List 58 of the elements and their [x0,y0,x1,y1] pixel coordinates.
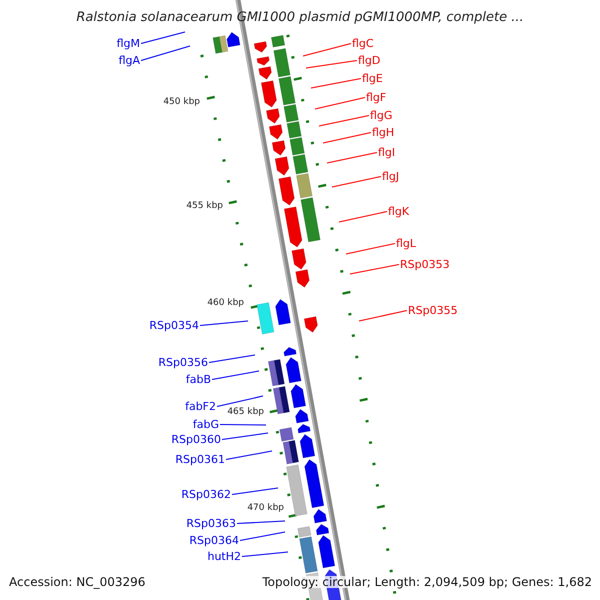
leader-line [140,32,186,44]
leader-line [140,46,190,61]
leader-line [310,78,362,88]
tick-label: 460 kbp [207,299,244,308]
tick-label: 455 kbp [186,202,223,211]
leader-line [236,520,286,524]
leader-line [212,370,260,380]
gene-label: flgF [366,92,386,103]
leader-line [358,310,408,322]
leader-line [208,354,256,363]
leader-line [350,264,400,274]
gene-label: flgD [358,55,380,66]
tick-label: 450 kbp [163,98,200,107]
tick-label: 465 kbp [227,408,264,417]
leader-line [216,396,264,407]
gene-label: flgK [388,206,410,217]
leader-line [240,532,286,541]
gene-label: RSp0360 [171,434,221,445]
gene-label: RSp0364 [189,535,239,546]
gene-label: flgH [372,127,394,138]
gene-label: RSp0361 [175,454,225,465]
gene-label: RSp0356 [158,357,208,368]
leader-line [318,115,370,126]
tick-label: 470 kbp [247,504,284,513]
leader-line [220,424,266,426]
map-title: Ralstonia solanacearum GMI1000 plasmid pGMI1000MP, complete ... [75,11,525,24]
gene-label: RSp0353 [400,259,450,270]
leader-line [338,211,388,222]
gene-label: fabF2 [185,401,216,412]
gene-label: RSp0355 [408,305,458,316]
accession-text: Accession: NC_003296 [9,576,146,588]
leader-line [222,432,268,440]
gene-label: flgC [352,38,374,49]
gene-label: fabG [192,419,219,430]
gene-label: flgJ [382,171,400,182]
gene-label: flgG [370,110,392,121]
genome-info-text: Topology: circular; Length: 2,094,509 bp; Genes: 1,682 [262,576,592,588]
gene-label: flgI [378,147,396,158]
leader-line [326,152,378,164]
leader-line [306,60,358,68]
gene-label: RSp0362 [181,489,231,500]
leader-line [332,176,382,188]
gene-label: flgA [118,55,140,66]
gene-label: hutH2 [207,551,241,562]
leader-line [242,552,288,557]
leader-line [226,450,272,460]
leader-line [346,243,396,254]
gene-label: flgL [396,238,416,249]
leader-line [314,97,366,110]
leader-line [200,320,248,326]
gene-label: RSp0363 [186,518,236,529]
leader-line [302,43,352,56]
gene-label: fabB [186,374,211,385]
leader-line [232,488,278,495]
leader-line [322,132,372,144]
gene-label: RSp0354 [149,320,199,331]
gene-label: flgM [116,38,140,49]
gene-label: flgE [362,73,383,84]
